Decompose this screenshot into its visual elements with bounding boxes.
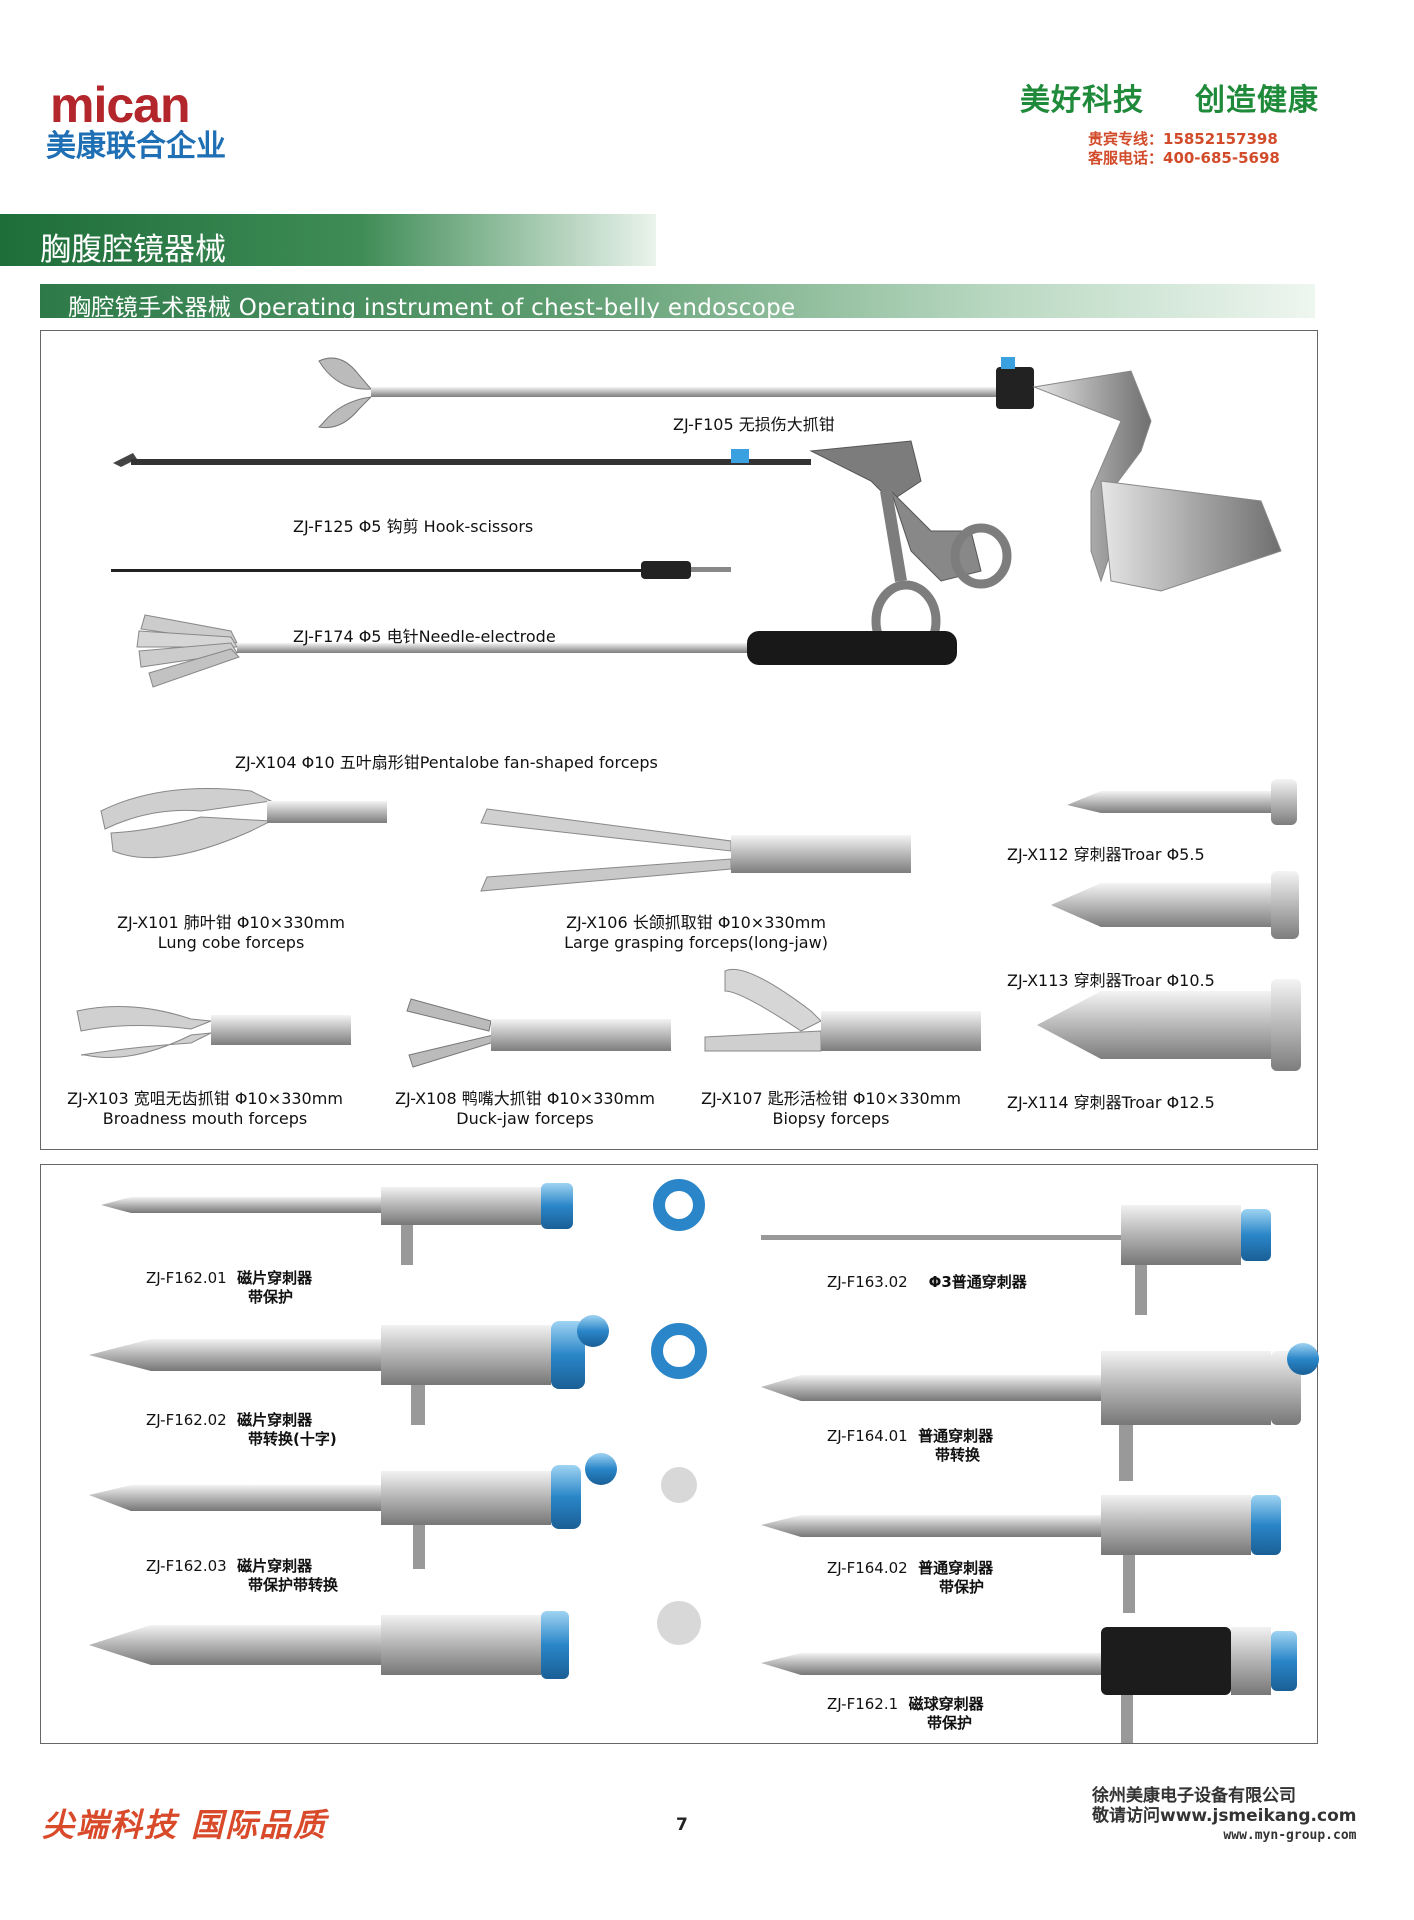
code: ZJ-F164.02 xyxy=(827,1559,908,1577)
footer-slogan: 尖端科技 国际品质 xyxy=(42,1806,328,1844)
name: 磁片穿刺器 xyxy=(237,1411,313,1429)
panel1-illustrations xyxy=(76,357,1301,1071)
service-phone: 客服电话：400-685-5698 xyxy=(1088,149,1280,167)
caption-zj-x113: ZJ-X113 穿刺器Troar Φ10.5 xyxy=(1007,971,1215,990)
seal-ring-2 xyxy=(651,1323,707,1379)
trocar-f162-01-illustration xyxy=(101,1183,573,1265)
visit-link[interactable]: 敬请访问www.jsmeikang.com xyxy=(1092,1806,1357,1826)
caption-zj-x108-en: Duck-jaw forceps xyxy=(456,1109,594,1128)
code: ZJ-F164.01 xyxy=(827,1427,908,1445)
name: 磁片穿刺器 xyxy=(237,1557,313,1575)
caption-zj-x101: ZJ-X101 肺叶钳 Φ10×330mm Lung cobe forceps xyxy=(81,913,381,953)
caption-zj-f163-02: ZJ-F163.02 Φ3普通穿刺器 xyxy=(827,1273,1027,1292)
broadness-forceps-illustration xyxy=(76,1006,351,1058)
troar-10-illustration xyxy=(1051,871,1299,939)
troar-12-illustration xyxy=(1037,979,1301,1071)
section-band: 胸腹腔镜器械 xyxy=(0,214,656,268)
needle-electrode-illustration xyxy=(111,561,731,579)
caption-zj-f174: ZJ-F174 Φ5 电针Needle-electrode xyxy=(293,627,556,646)
biopsy-forceps-illustration xyxy=(704,968,981,1052)
grasper-illustration xyxy=(317,357,1282,592)
caption-zj-f105: ZJ-F105 无损伤大抓钳 xyxy=(673,415,835,434)
sub: 带保护 xyxy=(939,1578,985,1596)
caption-zj-x108-cn: ZJ-X108 鸭嘴大抓钳 Φ10×330mm xyxy=(395,1089,655,1108)
caption-zj-x101-en: Lung cobe forceps xyxy=(157,933,305,952)
lung-forceps-illustration xyxy=(100,788,387,859)
caption-zj-x107: ZJ-X107 匙形活检钳 Φ10×330mm Biopsy forceps xyxy=(681,1089,981,1129)
code: ZJ-F162.02 xyxy=(146,1411,227,1429)
caption-zj-x101-cn: ZJ-X101 肺叶钳 Φ10×330mm xyxy=(117,913,345,932)
section-title: 胸腹腔镜器械 xyxy=(40,232,226,268)
name: 普通穿刺器 xyxy=(918,1559,994,1577)
caption-zj-f162-1: ZJ-F162.1 磁球穿刺器 带保护 xyxy=(827,1695,984,1733)
code: ZJ-F162.01 xyxy=(146,1269,227,1287)
seal-ring-1 xyxy=(653,1179,705,1231)
instrument-panel-2: ZJ-F162.01 磁片穿刺器 带保护 ZJ-F162.02 磁片穿刺器 带转… xyxy=(40,1164,1319,1744)
website-link[interactable]: www.myn-group.com xyxy=(1223,1828,1357,1843)
caption-zj-f125: ZJ-F125 Φ5 钩剪 Hook-scissors xyxy=(293,517,534,536)
trocar-f162-03-illustration xyxy=(89,1453,617,1569)
code: ZJ-F162.1 xyxy=(827,1695,899,1713)
trocar-f162-02-illustration xyxy=(89,1315,609,1425)
caption-zj-f162-02: ZJ-F162.02 磁片穿刺器 带转换(十字) xyxy=(146,1411,337,1449)
trocar-f163-02-illustration xyxy=(761,1205,1271,1315)
fan-forceps-illustration xyxy=(136,614,957,688)
name: 磁球穿刺器 xyxy=(908,1695,984,1713)
caption-zj-f164-01: ZJ-F164.01 普通穿刺器 带转换 xyxy=(827,1427,993,1465)
caption-zj-x103-cn: ZJ-X103 宽咀无齿抓钳 Φ10×330mm xyxy=(67,1089,343,1108)
caption-zj-x114: ZJ-X114 穿刺器Troar Φ12.5 xyxy=(1007,1093,1215,1112)
caption-zj-f162-01: ZJ-F162.01 磁片穿刺器 带保护 xyxy=(146,1269,312,1307)
duck-jaw-forceps-illustration xyxy=(406,998,671,1068)
instrument-panel-1: ZJ-F105 无损伤大抓钳 ZJ-F125 Φ5 钩剪 Hook-scisso… xyxy=(40,330,1318,1150)
caption-zj-x112: ZJ-X112 穿刺器Troar Φ5.5 xyxy=(1007,845,1205,864)
long-jaw-forceps-illustration xyxy=(480,808,911,892)
seal-disc-1 xyxy=(661,1467,697,1503)
caption-zj-x106-cn: ZJ-X106 长颌抓取钳 Φ10×330mm xyxy=(566,913,826,932)
slogan-1: 美好科技 xyxy=(1020,83,1144,118)
caption-zj-x106-en: Large grasping forceps(long-jaw) xyxy=(564,933,828,952)
sub: 带转换 xyxy=(935,1446,981,1464)
slogan-2: 创造健康 xyxy=(1195,83,1319,118)
page-number: 7 xyxy=(676,1815,688,1835)
caption-zj-x107-cn: ZJ-X107 匙形活检钳 Φ10×330mm xyxy=(701,1089,961,1108)
trocar-f164-02-illustration xyxy=(761,1495,1281,1613)
caption-zj-x106: ZJ-X106 长颌抓取钳 Φ10×330mm Large grasping f… xyxy=(531,913,861,953)
caption-zj-x107-en: Biopsy forceps xyxy=(772,1109,890,1128)
sub: 带保护 xyxy=(927,1714,973,1732)
company-name: 美康联合企业 xyxy=(46,129,226,164)
caption-zj-x108: ZJ-X108 鸭嘴大抓钳 Φ10×330mm Duck-jaw forceps xyxy=(375,1089,675,1129)
name: 磁片穿刺器 xyxy=(237,1269,313,1287)
subsection-band: 胸腔镜手术器械 Operating instrument of chest-be… xyxy=(40,284,1315,321)
sub: 带保护 xyxy=(248,1288,294,1306)
footer-company: 徐州美康电子设备有限公司 敬请访问www.jsmeikang.com www.m… xyxy=(1092,1786,1356,1846)
caption-zj-x104: ZJ-X104 Φ10 五叶扇形钳Pentalobe fan-shaped fo… xyxy=(235,753,658,772)
sub: 带保护带转换 xyxy=(248,1576,339,1594)
hook-scissors-illustration xyxy=(113,440,1012,662)
section-subtitle: 胸腔镜手术器械 Operating instrument of chest-be… xyxy=(68,295,796,321)
company-name-footer: 徐州美康电子设备有限公司 xyxy=(1092,1786,1296,1806)
logo: mican xyxy=(50,77,191,133)
caption-zj-f162-03: ZJ-F162.03 磁片穿刺器 带保护带转换 xyxy=(146,1557,338,1595)
hotline: 贵宾专线：15852157398 客服电话：400-685-5698 xyxy=(1088,130,1280,168)
code: ZJ-F163.02 xyxy=(827,1273,908,1291)
caption-zj-x103-en: Broadness mouth forceps xyxy=(102,1109,308,1128)
name: Φ3普通穿刺器 xyxy=(928,1273,1027,1291)
panel2-illustrations xyxy=(89,1179,1319,1743)
code: ZJ-F162.03 xyxy=(146,1557,227,1575)
trocar-4-illustration xyxy=(89,1611,569,1679)
seal-disc-2 xyxy=(657,1601,701,1645)
trocar-f164-01-illustration xyxy=(761,1343,1319,1481)
sub: 带转换(十字) xyxy=(248,1430,337,1448)
troar-5-illustration xyxy=(1067,779,1297,825)
caption-zj-f164-02: ZJ-F164.02 普通穿刺器 带保护 xyxy=(827,1559,993,1597)
caption-zj-x103: ZJ-X103 宽咀无齿抓钳 Φ10×330mm Broadness mouth… xyxy=(55,1089,355,1129)
name: 普通穿刺器 xyxy=(918,1427,994,1445)
vip-hotline: 贵宾专线：15852157398 xyxy=(1088,130,1278,148)
trocar-f162-1-illustration xyxy=(761,1627,1297,1743)
